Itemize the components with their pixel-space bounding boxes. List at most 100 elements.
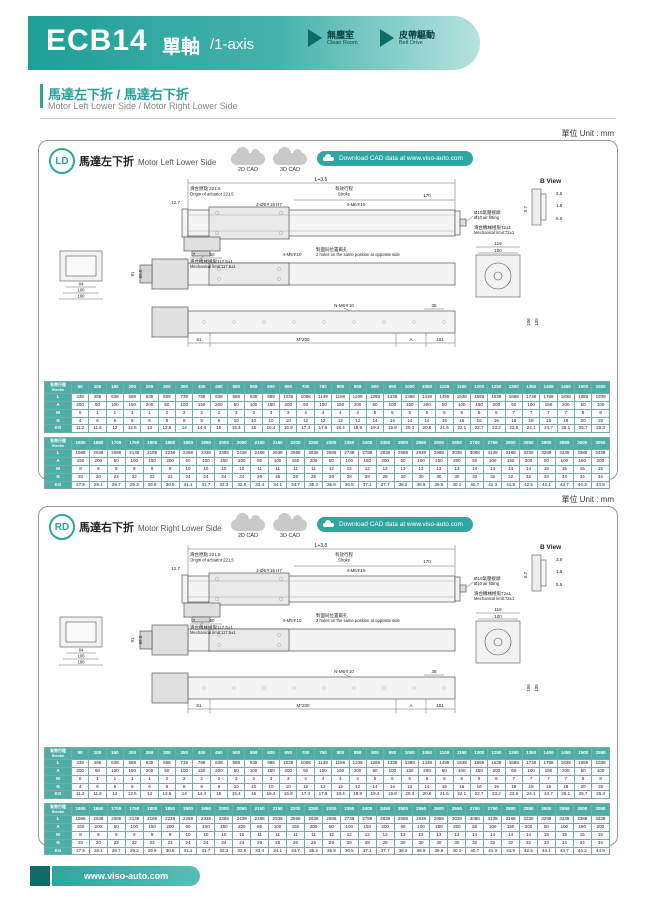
side-view-detail <box>188 211 455 236</box>
cad-3d-label[interactable]: 3D CAD <box>279 167 301 173</box>
table-cell: 150 <box>572 823 592 832</box>
table-cell: 200 <box>447 823 467 832</box>
row-label: A <box>44 823 72 832</box>
section-divider <box>40 118 616 119</box>
stroke-value: 2850 <box>519 437 538 451</box>
table-cell: 2 <box>157 774 177 784</box>
table-cell: 100 <box>105 400 125 410</box>
stroke-value: 100 <box>88 746 107 761</box>
table-cell: 34.7 <box>286 480 305 490</box>
cad-3d-icon[interactable] <box>273 147 307 165</box>
stroke-value: 750 <box>313 380 333 395</box>
side-view-body <box>181 572 467 623</box>
stroke-value: 2750 <box>483 803 503 817</box>
table-cell: 24 <box>196 472 216 482</box>
plan-view-body <box>139 624 456 656</box>
mech-limit1-zh: 滑台機械極限117.5±1 <box>190 624 233 631</box>
table-cell: 2 <box>192 408 211 418</box>
table-cell: 33.4 <box>250 480 270 490</box>
table-cell: 24.1 <box>521 790 541 800</box>
row-label: L <box>44 393 72 402</box>
stroke-value: 650 <box>279 746 298 761</box>
table-cell: 11.6 <box>88 424 107 434</box>
table-cell: 22.1 <box>452 424 471 434</box>
table-cell: 14 <box>383 416 402 426</box>
table-cell: 3338 <box>554 815 574 825</box>
table-cell: 16 <box>435 782 454 792</box>
table-cell: 34 <box>554 838 574 848</box>
table-cell: 10 <box>244 782 263 792</box>
cad-3d-icon[interactable] <box>273 513 307 531</box>
table-cell: 2038 <box>88 815 108 825</box>
table-cell: 2338 <box>196 449 216 459</box>
table-cell: 40.7 <box>465 846 485 856</box>
table-cell: 638 <box>140 393 159 402</box>
table-cell: 21.5 <box>435 790 454 800</box>
table-cell: 30 <box>429 472 449 482</box>
table-cell: 150 <box>469 766 489 776</box>
dim-101: 101 <box>436 337 444 342</box>
table-cell: 2 <box>209 408 229 418</box>
table-cell: 32 <box>501 472 521 482</box>
table-cell: 2288 <box>178 449 198 459</box>
download-cad-banner[interactable]: Download CAD data at www.viso-auto.com <box>317 151 473 166</box>
table-cell: 12 <box>105 790 125 800</box>
cad-2d-icon[interactable] <box>231 513 265 531</box>
cad-2d-icon[interactable] <box>231 147 265 165</box>
cad-2d-label[interactable]: 2D CAD <box>237 533 259 539</box>
dim-170: 170 <box>423 193 431 198</box>
table-cell: 18.9 <box>348 424 367 434</box>
table-cell: 2038 <box>88 449 108 459</box>
table-cell: 6 <box>140 416 159 426</box>
table-cell: 43.7 <box>554 480 574 490</box>
table-cell: 34.1 <box>268 846 288 856</box>
table-cell: 150 <box>123 400 142 410</box>
table-cell: 2438 <box>232 449 252 459</box>
table-cell: 150 <box>429 823 449 832</box>
stroke-value: 450 <box>209 380 229 395</box>
download-cad-banner[interactable]: Download CAD data at www.viso-auto.com <box>317 517 473 532</box>
table-cell: 3 <box>261 774 281 784</box>
cad-2d-label[interactable]: 2D CAD <box>237 167 259 173</box>
table-cell: 7 <box>556 774 575 784</box>
table-cell: 3288 <box>536 815 556 825</box>
stroke-value: 1550 <box>591 380 610 395</box>
stroke-value: 2300 <box>321 803 341 817</box>
cad-3d-label[interactable]: 3D CAD <box>279 533 301 539</box>
holes-note-zh: 對面同位置兩孔 <box>316 612 348 619</box>
table-cell: 28 <box>375 472 395 482</box>
table-cell: 32.8 <box>232 480 252 490</box>
table-cell: 50 <box>250 823 270 832</box>
table-cell: 13 <box>429 464 449 474</box>
table-cell: 50 <box>321 457 341 466</box>
product-header: ECB14 單軸 /1-axis 無塵室 Clean Room 皮帶驅動 Bel… <box>28 16 480 70</box>
table-cell: 13 <box>393 464 413 474</box>
table-cell: 10 <box>279 416 298 426</box>
table-cell: 12 <box>321 830 341 840</box>
table-cell: 2 <box>175 774 194 784</box>
mech-limit1-en: Mechanical limit:117.5±1 <box>190 630 236 635</box>
row-label: L <box>44 449 72 459</box>
table-cell: 50 <box>321 823 341 832</box>
table-cell: 2 <box>209 774 229 784</box>
dim-61: 61 <box>196 337 202 342</box>
table-cell: 8 <box>591 408 610 418</box>
table-cell: 50 <box>536 457 556 466</box>
stroke-label-zh: 有效行程 <box>335 185 353 192</box>
table-cell: 10 <box>178 464 198 474</box>
table-cell: 14 <box>417 416 437 426</box>
table-cell: 200 <box>160 823 180 832</box>
table-cell: 1 <box>88 774 107 784</box>
table-cell: 29.9 <box>142 846 162 856</box>
table-cell: 7 <box>521 774 541 784</box>
table-cell: 13.5 <box>157 424 177 434</box>
table-cell: 150 <box>214 823 234 832</box>
table-cell: 4 <box>331 408 350 418</box>
table-cell: 1388 <box>400 759 419 768</box>
table-cell: 34 <box>554 472 574 482</box>
feature-belt-drive: 皮帶驅動 Belt Drive <box>380 29 435 47</box>
